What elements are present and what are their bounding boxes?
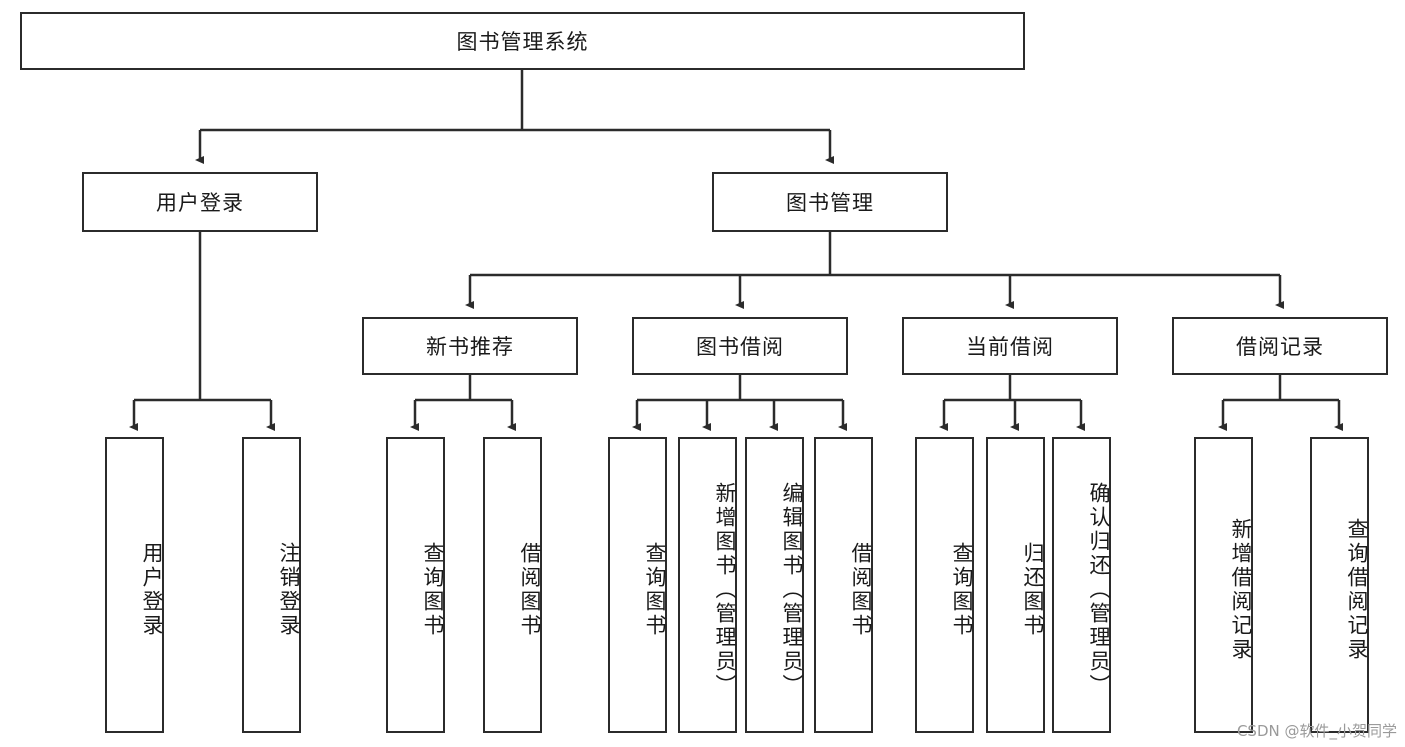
leaf-borrow-book[interactable]: 借阅图书 [814,437,873,733]
node-book-borrow-label: 图书借阅 [696,335,784,359]
leaf-query-borrow-record[interactable]: 查询借阅记录 [1310,437,1369,733]
leaf-query-book-current[interactable]: 查询图书 [915,437,974,733]
leaf-user-login[interactable]: 用户登录 [105,437,164,733]
leaf-add-borrow-record-label: 新增借阅记录 [1229,518,1253,662]
leaf-edit-book-admin[interactable]: 编辑图书（管理员） [745,437,804,733]
leaf-confirm-return-admin[interactable]: 确认归还（管理员） [1052,437,1111,733]
leaf-return-book-label: 归还图书 [1021,542,1045,638]
leaf-edit-book-admin-label: 编辑图书（管理员） [780,482,804,698]
leaf-query-book-current-label: 查询图书 [950,542,974,638]
node-user-login-label: 用户登录 [156,191,244,215]
node-current-borrow-label: 当前借阅 [966,335,1054,359]
leaf-borrow-book-recommend[interactable]: 借阅图书 [483,437,542,733]
leaf-query-book-borrow-label: 查询图书 [643,542,667,638]
node-borrow-records-label: 借阅记录 [1236,335,1324,359]
leaf-query-book-recommend[interactable]: 查询图书 [386,437,445,733]
node-borrow-records[interactable]: 借阅记录 [1172,317,1388,375]
node-book-borrow[interactable]: 图书借阅 [632,317,848,375]
leaf-add-borrow-record[interactable]: 新增借阅记录 [1194,437,1253,733]
node-new-book-recommend[interactable]: 新书推荐 [362,317,578,375]
watermark: CSDN @软件_小贺同学 [1236,722,1397,740]
leaf-confirm-return-admin-label: 确认归还（管理员） [1087,482,1111,698]
leaf-query-book-borrow[interactable]: 查询图书 [608,437,667,733]
leaf-logout-label: 注销登录 [277,542,301,638]
node-user-login[interactable]: 用户登录 [82,172,318,232]
node-root-label: 图书管理系统 [456,30,589,54]
node-root[interactable]: 图书管理系统 [20,12,1025,70]
leaf-borrow-book-label: 借阅图书 [849,542,873,638]
leaf-query-borrow-record-label: 查询借阅记录 [1345,518,1369,662]
leaf-add-book-admin[interactable]: 新增图书（管理员） [678,437,737,733]
leaf-logout[interactable]: 注销登录 [242,437,301,733]
node-book-management-label: 图书管理 [786,191,874,215]
leaf-add-book-admin-label: 新增图书（管理员） [713,482,737,698]
leaf-borrow-book-recommend-label: 借阅图书 [518,542,542,638]
node-current-borrow[interactable]: 当前借阅 [902,317,1118,375]
leaf-query-book-recommend-label: 查询图书 [421,542,445,638]
leaf-return-book[interactable]: 归还图书 [986,437,1045,733]
node-book-management[interactable]: 图书管理 [712,172,948,232]
leaf-user-login-label: 用户登录 [140,542,164,638]
node-new-book-recommend-label: 新书推荐 [426,335,514,359]
